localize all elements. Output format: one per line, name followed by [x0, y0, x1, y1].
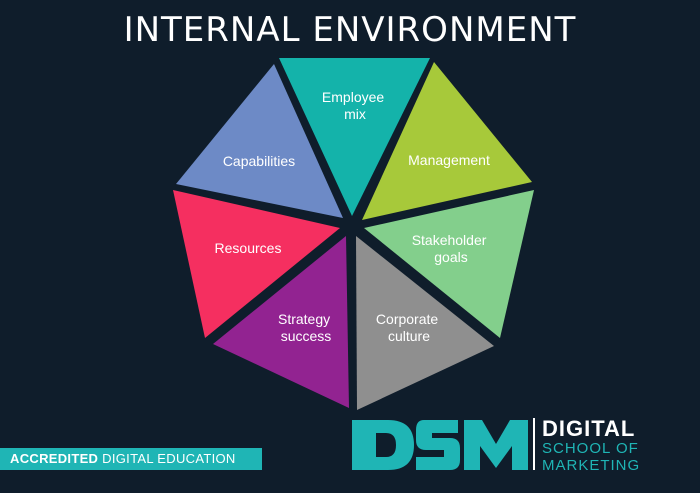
- logo-line-school-of: SCHOOL OF: [542, 440, 639, 457]
- label-strategy-success: Strategy success: [278, 311, 334, 344]
- logo-wordmark: DIGITAL SCHOOL OF MARKETING: [542, 416, 641, 475]
- logo-letter-d: [352, 420, 414, 470]
- logo-letter-m: [464, 420, 528, 470]
- segment-capabilities: [176, 64, 343, 218]
- badge-digital-education: DIGITAL EDUCATION: [102, 451, 236, 466]
- label-resources: Resources: [215, 240, 282, 256]
- diagram-title: INTERNAL ENVIRONMENT: [123, 10, 577, 50]
- logo-letter-s: [416, 420, 460, 470]
- label-corporate-culture: Corporate culture: [376, 311, 442, 344]
- logo-line-marketing: MARKETING: [542, 457, 641, 474]
- segment-management: [362, 62, 532, 220]
- label-employee-mix: Employee mix: [322, 89, 388, 122]
- segment-employee-mix: [279, 58, 430, 216]
- segment-stakeholder-goals: [364, 190, 534, 338]
- segment-corporate-culture: [356, 236, 494, 410]
- label-management: Management: [408, 152, 490, 168]
- segment-resources: [173, 190, 340, 338]
- dsm-logo-mark: [352, 420, 528, 470]
- label-stakeholder-goals: Stakeholder goals: [412, 232, 491, 265]
- accredited-badge: ACCREDITED DIGITAL EDUCATION: [0, 448, 262, 470]
- logo-divider: [533, 418, 535, 470]
- label-capabilities: Capabilities: [223, 153, 295, 169]
- logo-line-digital: DIGITAL: [542, 416, 636, 441]
- segment-strategy-success: [213, 236, 349, 408]
- badge-accredited: ACCREDITED: [10, 451, 99, 466]
